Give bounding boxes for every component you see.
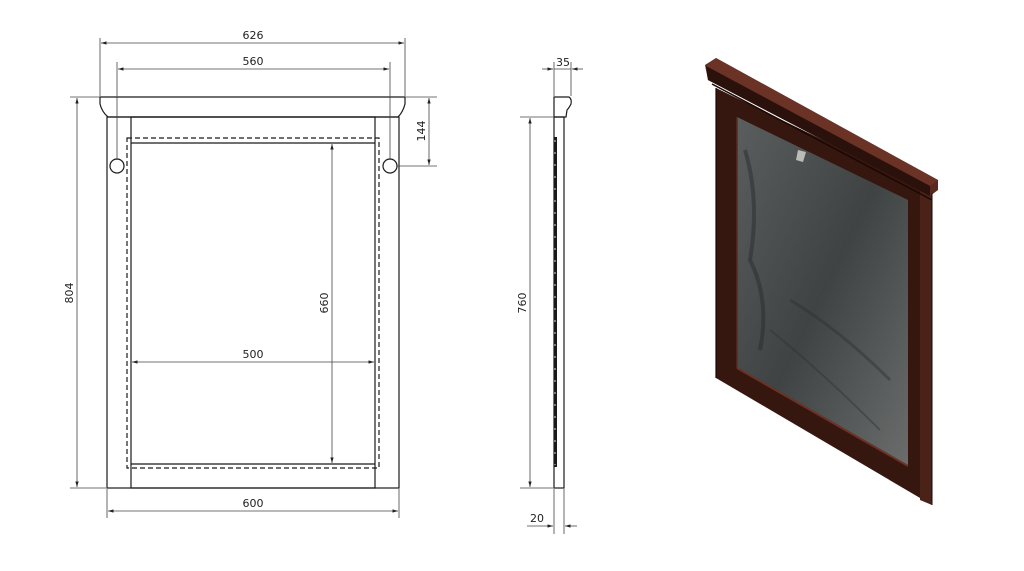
- glass-outline-hidden: [126, 137, 380, 469]
- dim-frame-width: 600: [243, 497, 264, 510]
- hanger-hole-left: [109, 158, 125, 174]
- dim-body-depth: 20: [530, 512, 544, 525]
- front-dimensions: [70, 38, 437, 518]
- dim-hanger-spacing: 560: [243, 55, 264, 68]
- inner-opening: [130, 116, 376, 489]
- dim-body-height: 760: [516, 293, 529, 314]
- side-dimensions: [520, 62, 583, 534]
- dim-hanger-offset: 144: [415, 121, 428, 142]
- side-crown: [553, 96, 572, 118]
- dim-overall-height: 804: [63, 283, 76, 304]
- mirror-glass: [737, 117, 908, 466]
- dim-overall-width: 626: [243, 29, 264, 42]
- dim-top-depth: 35: [556, 56, 570, 69]
- side-view: [553, 96, 572, 489]
- crown-moulding: [99, 96, 406, 118]
- render-3d-mirror: [705, 58, 938, 505]
- hanger-hole-right: [382, 158, 398, 174]
- outer-frame: [106, 116, 400, 489]
- front-view: [99, 96, 406, 489]
- dim-glass-height: 660: [318, 293, 331, 314]
- side-glass: [554, 137, 557, 467]
- dim-glass-width: 500: [243, 348, 264, 361]
